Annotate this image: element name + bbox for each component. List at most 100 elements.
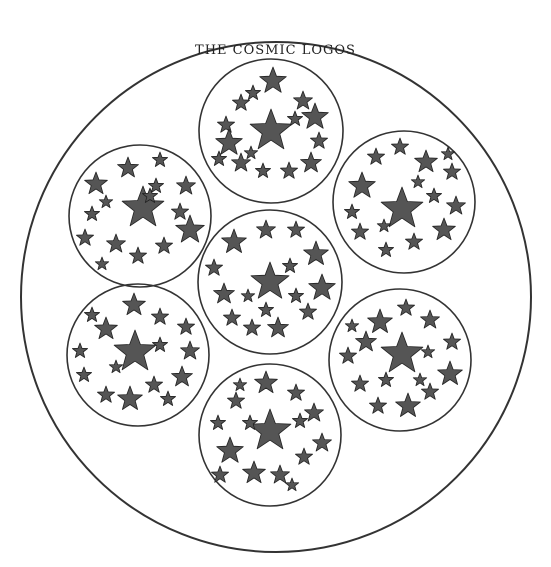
star-upper-right — [405, 232, 423, 250]
star-upper-left — [175, 214, 205, 243]
star-center — [221, 228, 247, 253]
inner-circle-bottom — [198, 363, 342, 507]
star-lower-right — [412, 372, 428, 387]
star-upper-left — [171, 202, 189, 220]
star-upper-right — [376, 218, 392, 233]
star-lower-right — [421, 382, 439, 400]
star-upper-left — [129, 246, 147, 264]
large-star-upper-right — [380, 186, 424, 228]
star-top — [211, 150, 227, 166]
star-lower-left — [84, 306, 100, 322]
star-top — [300, 151, 322, 173]
star-upper-left — [106, 233, 126, 253]
star-center — [308, 273, 336, 300]
star-lower-left — [108, 359, 124, 374]
star-upper-right — [367, 147, 385, 165]
star-upper-left — [176, 175, 196, 195]
star-top — [293, 90, 313, 110]
star-upper-left — [155, 236, 173, 254]
star-bottom — [211, 465, 229, 483]
large-star-lower-right — [380, 331, 424, 373]
circle-group-upper-right — [332, 130, 476, 274]
star-lower-right — [339, 346, 357, 364]
star-top — [310, 131, 328, 149]
inner-circle-upper-right — [332, 130, 476, 274]
star-top — [287, 110, 303, 126]
star-top — [217, 115, 235, 133]
star-lower-left — [76, 366, 92, 382]
star-upper-left — [98, 194, 114, 209]
star-lower-left — [177, 317, 195, 335]
star-upper-right — [446, 195, 466, 215]
star-center — [267, 316, 289, 338]
star-upper-left — [84, 205, 100, 221]
star-lower-right — [420, 344, 436, 359]
star-upper-right — [391, 137, 409, 155]
star-center — [256, 219, 276, 239]
star-bottom — [295, 447, 313, 465]
star-upper-left — [152, 151, 168, 167]
inner-circle-center — [197, 209, 343, 355]
star-bottom — [312, 432, 332, 452]
star-bottom — [210, 414, 226, 430]
circle-group-top — [198, 58, 344, 204]
star-upper-left — [148, 177, 164, 193]
star-lower-right — [369, 396, 387, 414]
star-upper-left — [76, 228, 94, 246]
circle-group-upper-left — [68, 144, 212, 288]
star-lower-left — [171, 365, 193, 387]
star-upper-right — [414, 149, 438, 173]
star-upper-right — [410, 174, 426, 189]
star-upper-right — [348, 171, 376, 198]
star-upper-left — [117, 156, 139, 178]
inner-circle-upper-left — [68, 144, 212, 288]
inner-circle-lower-left — [66, 283, 210, 427]
star-upper-left — [142, 187, 158, 203]
star-lower-right — [367, 308, 393, 333]
star-lower-left — [145, 375, 163, 393]
large-star-upper-left — [121, 185, 165, 227]
star-top — [280, 161, 298, 179]
star-center — [303, 240, 329, 265]
star-bottom — [254, 370, 278, 394]
star-lower-left — [97, 385, 115, 403]
star-center — [223, 308, 241, 326]
star-top — [215, 128, 243, 155]
star-bottom — [227, 391, 245, 409]
star-center — [240, 288, 256, 303]
star-bottom — [216, 436, 244, 463]
star-center — [299, 302, 317, 320]
star-top — [243, 145, 259, 160]
star-upper-right — [378, 241, 394, 257]
star-lower-right — [420, 309, 440, 329]
star-lower-right — [355, 330, 377, 352]
star-center — [287, 220, 305, 238]
star-top — [301, 102, 329, 129]
star-bottom — [232, 377, 248, 392]
star-upper-left — [84, 171, 108, 195]
star-center — [243, 318, 261, 336]
star-center — [282, 257, 298, 273]
large-star-lower-left — [113, 329, 157, 371]
star-lower-left — [180, 340, 200, 360]
star-lower-left — [117, 385, 143, 410]
large-star-top — [249, 108, 293, 150]
star-lower-right — [397, 298, 415, 316]
star-top — [231, 152, 251, 172]
star-top — [255, 162, 271, 178]
star-lower-left — [160, 390, 176, 406]
star-bottom — [284, 477, 300, 492]
large-star-center — [250, 261, 290, 299]
star-center — [288, 287, 304, 303]
star-top — [232, 93, 250, 111]
circle-group-lower-left — [66, 283, 210, 427]
star-lower-left — [94, 316, 118, 340]
star-center — [258, 301, 274, 317]
star-upper-right — [344, 203, 360, 219]
circle-group-center — [197, 209, 343, 355]
star-center — [205, 258, 223, 276]
star-lower-left — [72, 342, 88, 358]
circle-group-bottom — [198, 363, 342, 507]
